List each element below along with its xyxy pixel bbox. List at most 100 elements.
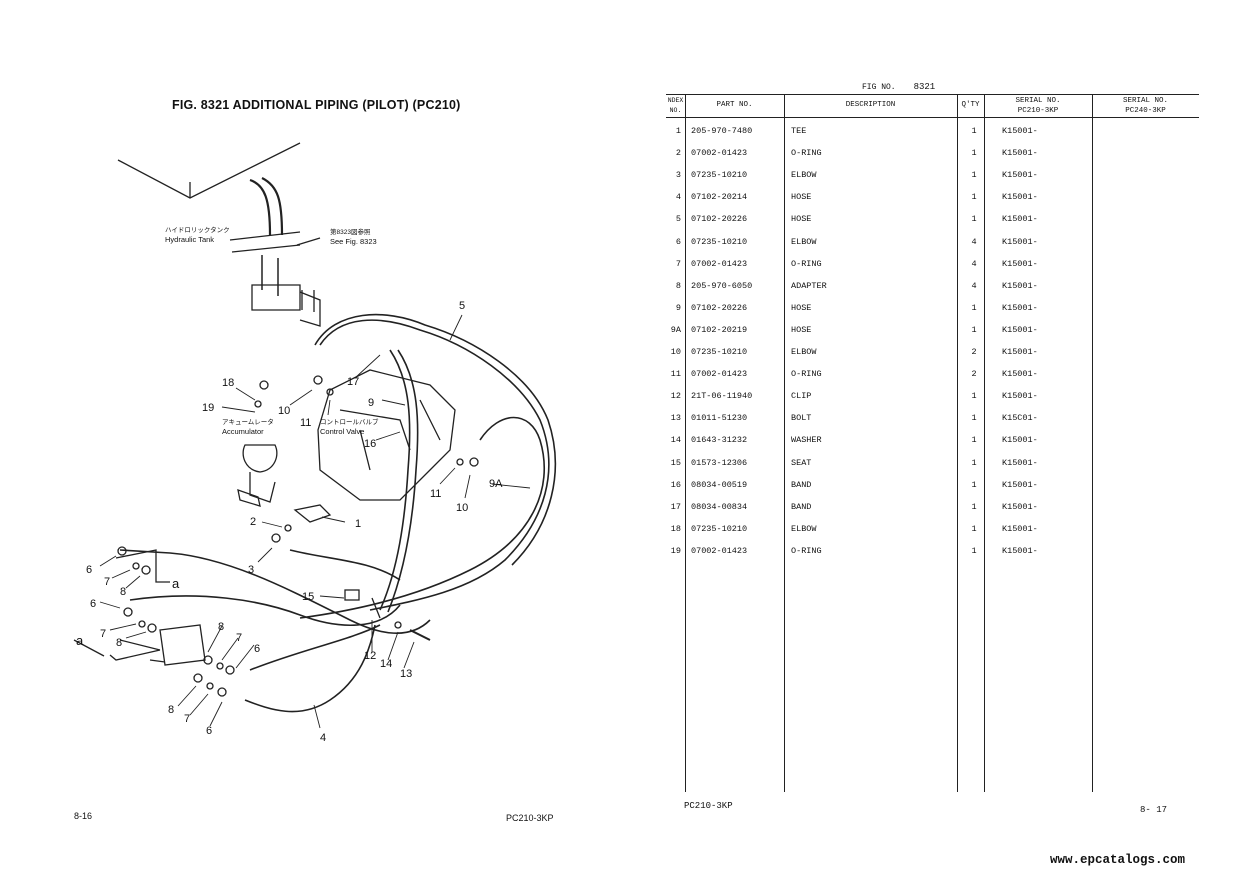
quantity-cell: 4 <box>971 280 977 291</box>
callout-4: 4 <box>320 732 326 744</box>
serial-cell: K15001- <box>1002 435 1038 446</box>
serial-cell: K15001- <box>1002 391 1038 402</box>
part-number-cell: 07102-20219 <box>691 324 748 335</box>
index-cell: 7 <box>675 258 681 269</box>
quantity-cell: 1 <box>971 192 977 203</box>
description-cell: O-RING <box>791 148 822 159</box>
index-cell: 16 <box>670 479 681 490</box>
index-cell: 4 <box>675 192 681 203</box>
description-cell: SEAT <box>791 457 812 468</box>
part-number-cell: 07002-01423 <box>691 148 748 159</box>
description-cell: ELBOW <box>791 523 817 534</box>
callout-8: 8 <box>120 586 126 598</box>
callout-9: 9 <box>368 397 374 409</box>
part-number-cell: 205-970-6050 <box>691 280 753 291</box>
callout-12: 12 <box>364 650 376 662</box>
accumulator-label: アキュームレータ Accumulator <box>222 419 274 436</box>
serial-cell: K15001- <box>1002 545 1038 556</box>
serial-cell: K15001- <box>1002 457 1038 468</box>
hydraulic-tank-label: ハイドロリックタンク Hydraulic Tank <box>165 227 230 244</box>
description-cell: ELBOW <box>791 236 817 247</box>
quantity-cell: 1 <box>971 413 977 424</box>
index-cell: 11 <box>670 369 681 380</box>
serial-cell: K15001- <box>1002 126 1038 136</box>
part-number-cell: 01573-12306 <box>691 457 748 468</box>
quantity-cell: 1 <box>971 170 977 181</box>
description-cell: O-RING <box>791 545 822 556</box>
serial-cell: K15001- <box>1002 192 1038 203</box>
right-model: PC210-3KP <box>684 801 733 811</box>
index-cell: 6 <box>675 236 681 247</box>
quantity-cell: 1 <box>971 391 977 402</box>
callout-10: 10 <box>278 405 290 417</box>
part-number-cell: 01643-31232 <box>691 435 748 446</box>
description-cell: WASHER <box>791 435 822 446</box>
callout-6c: 6 <box>254 643 260 655</box>
quantity-cell: 1 <box>971 479 977 490</box>
callout-8b: 8 <box>116 637 122 649</box>
callout-3: 3 <box>248 564 254 576</box>
description-cell: BAND <box>791 501 812 512</box>
description-cell: BOLT <box>791 413 812 424</box>
part-number-cell: 21T-06-11940 <box>691 391 753 402</box>
part-number-cell: 07002-01423 <box>691 258 748 269</box>
description-cell: ELBOW <box>791 347 817 357</box>
part-number-cell: 08034-00834 <box>691 501 748 512</box>
left-page-number: 8-16 <box>74 811 93 821</box>
callout-6: 6 <box>86 564 92 576</box>
callout-6d: 6 <box>206 725 212 737</box>
quantity-cell: 4 <box>971 258 977 269</box>
description-cell: HOSE <box>791 192 812 203</box>
piping-diagram: 5 17 18 19 10 11 9 16 11 10 9A 1 2 3 6 7… <box>73 142 557 744</box>
serial-cell: K15001- <box>1002 501 1038 512</box>
callout-8d: 8 <box>168 704 174 716</box>
figure-title: FIG. 8321 ADDITIONAL PIPING (PILOT) (PC2… <box>172 98 461 112</box>
quantity-cell: 1 <box>971 126 977 136</box>
callout-11b: 11 <box>430 488 441 500</box>
index-cell: 9A <box>670 324 681 335</box>
callout-18: 18 <box>222 377 234 389</box>
header-serial-2: SERIAL NO. PC240-3KP <box>1122 97 1168 115</box>
index-cell: 2 <box>675 148 681 159</box>
index-cell: 3 <box>675 170 681 181</box>
header-serial-1: SERIAL NO. PC210-3KP <box>1015 97 1061 115</box>
callout-1: 1 <box>355 518 361 530</box>
callout-6b: 6 <box>90 598 96 610</box>
callout-7d: 7 <box>184 713 190 725</box>
part-number-cell: 07235-10210 <box>691 523 748 534</box>
header-qty: Q'TY <box>961 101 980 109</box>
callout-11: 11 <box>300 417 311 429</box>
description-cell: ADAPTER <box>791 280 827 291</box>
callout-7: 7 <box>104 576 110 588</box>
callout-8c: 8 <box>218 621 224 633</box>
index-cell: 18 <box>670 523 681 534</box>
serial-cell: K15001- <box>1002 347 1038 357</box>
description-cell: HOSE <box>791 302 812 313</box>
watermark: www.epcatalogs.com <box>1049 853 1185 867</box>
description-cell: CLIP <box>791 391 812 402</box>
callout-19: 19 <box>202 402 214 414</box>
callout-7b: 7 <box>100 628 106 640</box>
callout-17: 17 <box>347 376 359 388</box>
index-cell: 10 <box>670 347 681 357</box>
description-cell: ELBOW <box>791 170 817 181</box>
callout-5: 5 <box>459 300 465 312</box>
serial-cell: K15001- <box>1002 302 1038 313</box>
control-valve-label: コントロールバルブ Control Valve <box>320 419 379 436</box>
quantity-cell: 1 <box>971 324 977 335</box>
serial-cell: K15001- <box>1002 523 1038 534</box>
part-number-cell: 205-970-7480 <box>691 126 753 136</box>
callout-14: 14 <box>380 658 392 670</box>
quantity-cell: 1 <box>971 523 977 534</box>
quantity-cell: 1 <box>971 501 977 512</box>
